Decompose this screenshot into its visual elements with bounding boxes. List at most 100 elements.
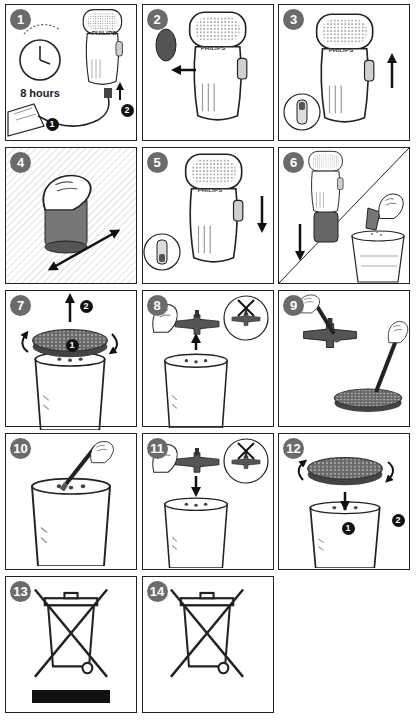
illustration-part <box>344 492 347 506</box>
illustration-part <box>156 29 176 61</box>
callout-number: 2 <box>80 300 93 313</box>
step-number: 4 <box>10 152 31 173</box>
illustration-part <box>175 448 219 472</box>
step-panel: 13 <box>5 576 137 713</box>
step-number: 7 <box>10 295 31 316</box>
step-panel: 8 <box>142 290 274 427</box>
switch-on-scene <box>284 14 392 130</box>
illustration-part <box>32 479 110 566</box>
illustration-part <box>35 352 104 430</box>
illustration-part <box>360 256 398 266</box>
illustration-part <box>91 441 114 462</box>
duration-text: 8 hours <box>18 87 62 99</box>
illustration-part <box>195 476 198 492</box>
illustration-part <box>176 69 196 72</box>
step-panel: 3 <box>278 4 410 141</box>
step-panel: 9 <box>278 290 410 427</box>
step-panel: 11 <box>142 433 274 570</box>
illustration-part <box>8 104 44 136</box>
illustration-part <box>14 108 36 120</box>
illustration-part <box>309 151 343 213</box>
brand-name: PHILIPS <box>201 45 226 51</box>
illustration-part <box>157 240 167 264</box>
step-panel: 2 <box>142 4 274 141</box>
step-panel: 14 <box>142 576 274 713</box>
illustration-part <box>352 236 404 282</box>
step-number: 11 <box>147 438 168 459</box>
step-panel: 5 <box>142 147 274 284</box>
illustration-part <box>35 589 107 676</box>
illustration-part <box>376 231 378 233</box>
illustration-part <box>334 389 401 412</box>
callout-number: 1 <box>342 522 355 535</box>
illustration-part <box>299 462 304 480</box>
illustration-part <box>6 148 136 283</box>
step-number: 14 <box>147 581 168 602</box>
step-panel: 6 <box>278 147 410 284</box>
step-number: 2 <box>147 9 168 30</box>
clean-shaver-scene <box>32 441 113 566</box>
charging-scene <box>8 10 122 136</box>
illustration-part <box>299 102 305 110</box>
step-number: 8 <box>147 295 168 316</box>
illustration-part <box>304 318 357 347</box>
remove-guard-scene <box>22 298 117 430</box>
illustration-part <box>52 232 116 268</box>
shaving-scene <box>6 148 136 283</box>
illustration-part <box>279 148 409 283</box>
illustration-part <box>83 10 122 85</box>
illustration-part <box>238 300 254 316</box>
illustration-part <box>388 321 408 342</box>
callout-number: 1 <box>66 339 79 352</box>
illustration-part <box>186 154 243 262</box>
illustration-part <box>40 60 50 64</box>
illustration-part <box>224 439 268 483</box>
brand-name: PHILIPS <box>198 187 223 193</box>
step-panel: 12 <box>278 433 410 570</box>
illustration-part <box>310 502 379 568</box>
illustration-part <box>297 100 307 124</box>
step-panel: 4 <box>5 147 137 284</box>
illustration-part <box>371 233 373 235</box>
illustration-part <box>22 334 28 352</box>
illustration-part <box>238 443 254 459</box>
illustration-part <box>190 12 247 120</box>
illustration-part <box>195 338 198 350</box>
step-panel: 7 <box>5 290 137 427</box>
illustration-part <box>308 458 383 486</box>
illustration-part <box>238 300 254 316</box>
empty-lint-scene <box>279 148 409 283</box>
brand-name: PHILIPS <box>329 47 354 53</box>
illustration-part <box>232 453 260 469</box>
refit-guard-scene <box>299 458 393 568</box>
illustration-part <box>299 224 302 256</box>
illustration-part <box>144 234 180 270</box>
step-number: 6 <box>283 152 304 173</box>
callout-number: 2 <box>392 514 405 527</box>
step-panel: 1 <box>5 4 137 141</box>
illustration-part <box>119 86 121 100</box>
clean-blade-scene <box>298 295 407 412</box>
brand-name: PHILIPS <box>92 30 117 36</box>
illustration-part <box>175 310 219 334</box>
illustration-part <box>371 231 382 236</box>
remove-cap-scene <box>156 12 247 120</box>
illustration-part <box>366 208 380 230</box>
illustration-part <box>159 254 165 262</box>
illustration-part <box>232 310 260 326</box>
step-number: 1 <box>10 9 31 30</box>
illustration-part <box>112 334 117 352</box>
illustration-part <box>69 298 72 322</box>
illustration-part <box>104 88 112 98</box>
disposal-symbols <box>32 589 243 703</box>
illustration-part <box>224 296 268 340</box>
callout-number: 1 <box>46 118 59 131</box>
step-number: 5 <box>147 152 168 173</box>
illustration-part <box>388 462 393 480</box>
insert-blade-scene <box>153 439 268 568</box>
illustration-part <box>317 14 374 122</box>
step-number: 3 <box>283 9 304 30</box>
illustration-part <box>261 196 264 228</box>
step-number: 13 <box>10 581 31 602</box>
